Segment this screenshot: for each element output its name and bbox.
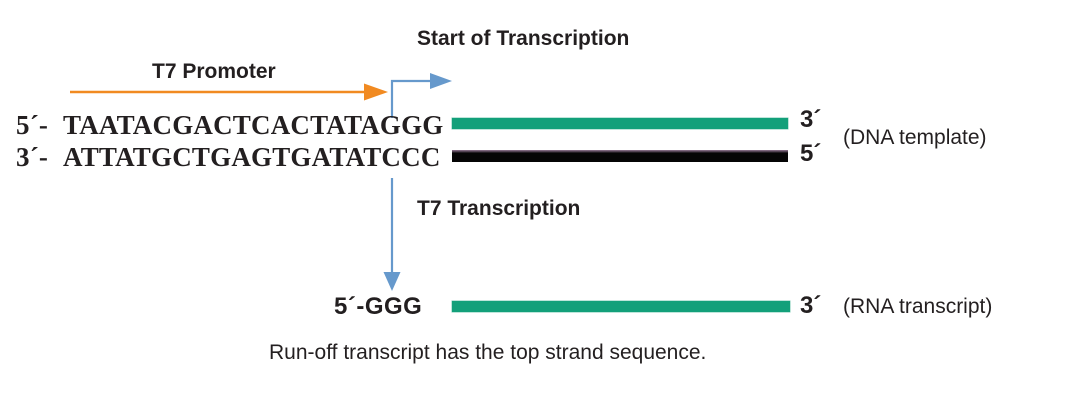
dna-top-strand-sequence: TAATACGACTCACTATAGGG	[63, 110, 444, 140]
t7-transcription-label: T7 Transcription	[417, 197, 581, 220]
dna-template-label: (DNA template)	[843, 126, 987, 149]
t7-promoter-label: T7 Promoter	[152, 60, 276, 83]
dna-top-strand-3prime: 3´	[800, 106, 822, 133]
t7-promoter-arrow	[70, 83, 388, 101]
figure-caption: Run-off transcript has the top strand se…	[269, 341, 707, 364]
dna-bottom-strand-sequence: ATTATGCTGAGTGATATCCC	[63, 142, 441, 172]
template-strand-bar	[452, 150, 788, 162]
t7-transcription-arrow	[383, 178, 401, 291]
start-of-transcription-arrow	[390, 73, 452, 118]
dna-bottom-strand-5prime: 5´	[800, 140, 822, 167]
rna-transcript-label: (RNA transcript)	[843, 295, 993, 318]
rna-transcript-bar	[452, 301, 790, 312]
rna-transcript-3prime: 3´	[800, 292, 822, 319]
rna-transcript-5prime-sequence: 5´-GGG	[334, 293, 423, 320]
dna-bottom-strand-3prime: 3´-	[16, 142, 49, 172]
dna-top-strand-5prime: 5´-	[16, 110, 49, 140]
coding-strand-bar	[452, 118, 788, 129]
start-of-transcription-label: Start of Transcription	[417, 27, 630, 50]
